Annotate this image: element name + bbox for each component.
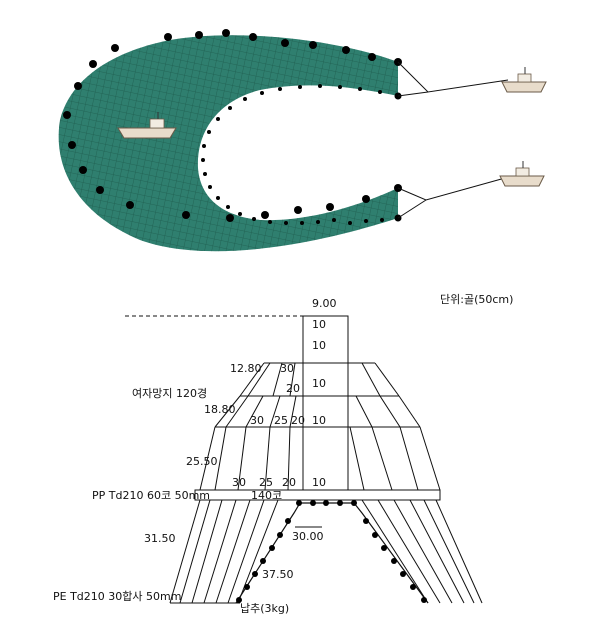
seg-30-a: 30 (280, 362, 294, 375)
seg-20-b: 20 (291, 414, 305, 427)
seg-10-d: 10 (312, 414, 326, 427)
tow-boat-top-icon (501, 67, 547, 93)
width-30-00: 30.00 (292, 530, 324, 543)
net-construction-drawing (125, 315, 483, 604)
seg-20-c: 20 (282, 476, 296, 489)
mesh-count-140: 140코 (251, 489, 282, 502)
seg-30-b: 30 (250, 414, 264, 427)
width-25-50: 25.50 (186, 455, 218, 468)
outer-floats (63, 29, 402, 222)
unit-label: 단위:골(50cm) (440, 293, 513, 306)
tow-boat-bottom-icon (499, 161, 545, 187)
pe-rope-label: PE Td210 30합사 50mm (53, 590, 181, 603)
seg-10-c: 10 (312, 377, 326, 390)
width-31-50: 31.50 (144, 532, 176, 545)
width-37-50: 37.50 (262, 568, 294, 581)
width-18-80: 18.80 (204, 403, 236, 416)
body-net-label: 여자망지 120경 (132, 387, 207, 400)
top-width-label: 9.00 (312, 297, 337, 310)
sinker-label: 납추(3kg) (240, 602, 289, 615)
seg-10-e: 10 (312, 476, 326, 489)
seg-25-b: 25 (259, 476, 273, 489)
width-12-80: 12.80 (230, 362, 262, 375)
net-illustration (58, 29, 547, 252)
seg-30-c: 30 (232, 476, 246, 489)
boat-in-net-icon (117, 112, 177, 139)
tow-lines (397, 61, 509, 219)
drawing-labels: 단위:골(50cm) 9.00 10 10 10 10 10 12.80 30 … (53, 293, 513, 615)
seg-25-a: 25 (274, 414, 288, 427)
seg-10-b: 10 (312, 339, 326, 352)
pp-rope-label: PP Td210 60코 50mm (92, 489, 210, 502)
seg-20-a: 20 (286, 382, 300, 395)
seg-10-a: 10 (312, 318, 326, 331)
lead-sinkers (236, 500, 427, 603)
